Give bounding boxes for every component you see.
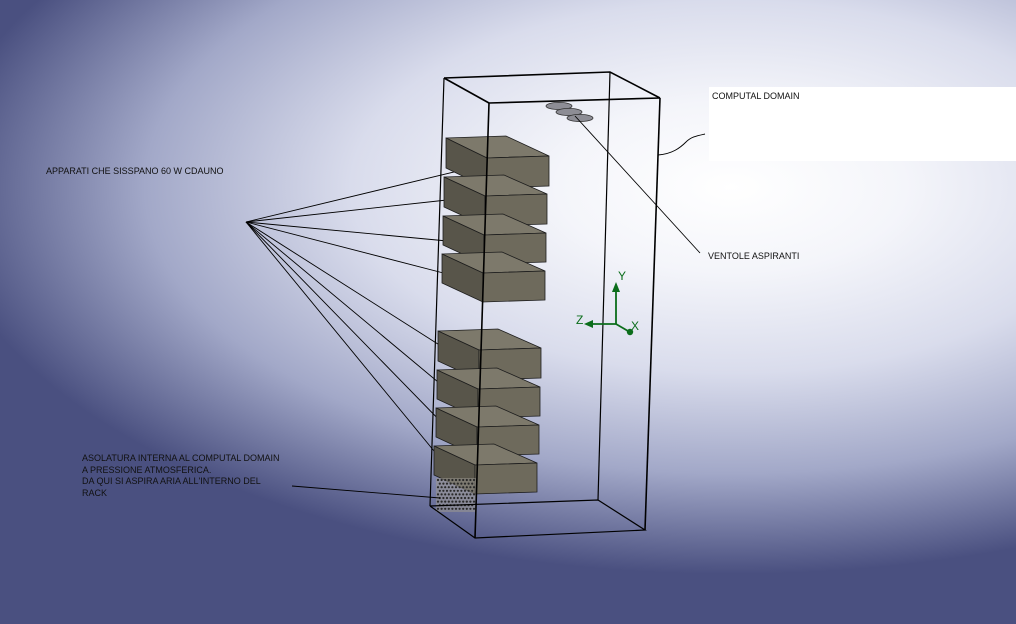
axis-y-label: Y xyxy=(618,269,626,283)
devices-label: APPARATI CHE SISSPANO 60 W CDAUNO xyxy=(46,166,224,176)
computational-domain-label-box xyxy=(709,87,1016,161)
device-leader-line xyxy=(245,221,453,354)
axis-z-label: Z xyxy=(576,313,583,327)
devices-group xyxy=(433,135,550,495)
device-leader-line xyxy=(245,221,450,431)
rack-wireframe xyxy=(429,71,661,539)
device-leader-line xyxy=(245,221,459,243)
device-box xyxy=(441,251,546,303)
fans-label: VENTOLE ASPIRANTI xyxy=(708,251,800,261)
opening-leader-line xyxy=(291,485,441,499)
computational-domain-label: COMPUTAL DOMAIN xyxy=(712,91,800,101)
domain-leader-line xyxy=(657,133,706,156)
axis-x-label: X xyxy=(631,319,639,333)
device-leader-lines xyxy=(245,169,463,469)
device-leader-line xyxy=(245,221,456,277)
device-box xyxy=(436,367,541,419)
exhaust-fans xyxy=(545,102,594,123)
device-leader-line xyxy=(245,169,463,223)
device-leader-line xyxy=(245,198,457,223)
fan-icon xyxy=(555,108,583,117)
device-leader-line xyxy=(245,221,449,469)
device-leader-line xyxy=(245,221,451,393)
fans-leader-line xyxy=(574,115,701,254)
fan-icon xyxy=(566,114,594,123)
coordinate-triad: Y Z X xyxy=(576,269,639,336)
air-inlet-label: ASOLATURA INTERNA AL COMPUTAL DOMAIN A P… xyxy=(82,453,280,498)
air-inlet-grille xyxy=(436,478,476,512)
